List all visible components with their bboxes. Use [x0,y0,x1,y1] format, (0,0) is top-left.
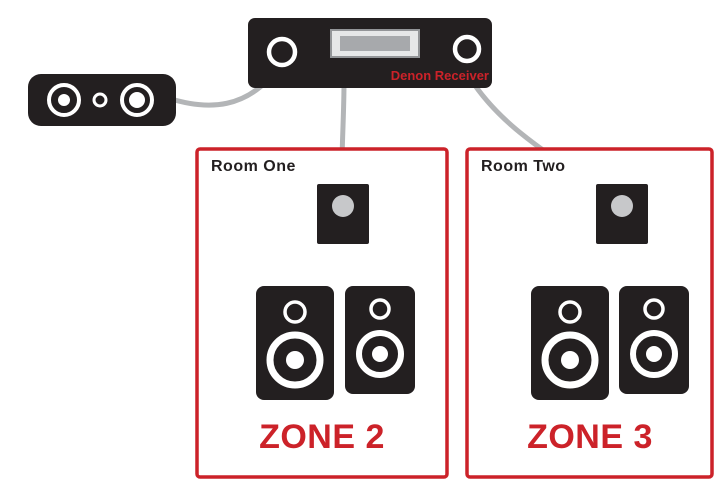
room-two-volume-control [596,184,648,244]
left-speaker-driver-right-center [129,92,145,108]
woofer-icon [541,331,599,389]
left-speaker-driver-left-icon [47,83,81,117]
zone-3-label: ZONE 3 [527,418,653,456]
room-two-volume-knob-icon [611,195,633,217]
tweeter-icon [558,300,582,324]
room-one-speaker-left [256,286,334,400]
left-source-speaker [28,74,176,126]
room-one-volume-control [317,184,369,244]
woofer-icon [266,331,324,389]
denon-receiver: Denon Receiver [248,18,492,88]
woofer-center [286,351,304,369]
zone-2-label: ZONE 2 [259,418,385,456]
tweeter-icon [369,298,391,320]
room-one-speaker-right [345,286,415,394]
left-speaker-port-icon [92,92,108,108]
room-one-volume-knob-icon [332,195,354,217]
room-one-label: Room One [211,158,296,175]
room-two-speaker-left [531,286,609,400]
woofer-icon [630,330,678,378]
woofer-center [646,346,662,362]
receiver-knob-left-icon [266,36,298,68]
woofer-icon [356,330,404,378]
room-two-label: Room Two [481,158,566,175]
receiver-display-screen [340,36,410,51]
tweeter-icon [283,300,307,324]
woofer-center [372,346,388,362]
woofer-center [561,351,579,369]
left-speaker-driver-right-icon [120,83,154,117]
receiver-knob-right-icon [452,34,482,64]
room-two-speaker-right [619,286,689,394]
receiver-label: Denon Receiver [391,68,489,83]
tweeter-icon [643,298,665,320]
left-speaker-driver-left-center [58,94,70,106]
